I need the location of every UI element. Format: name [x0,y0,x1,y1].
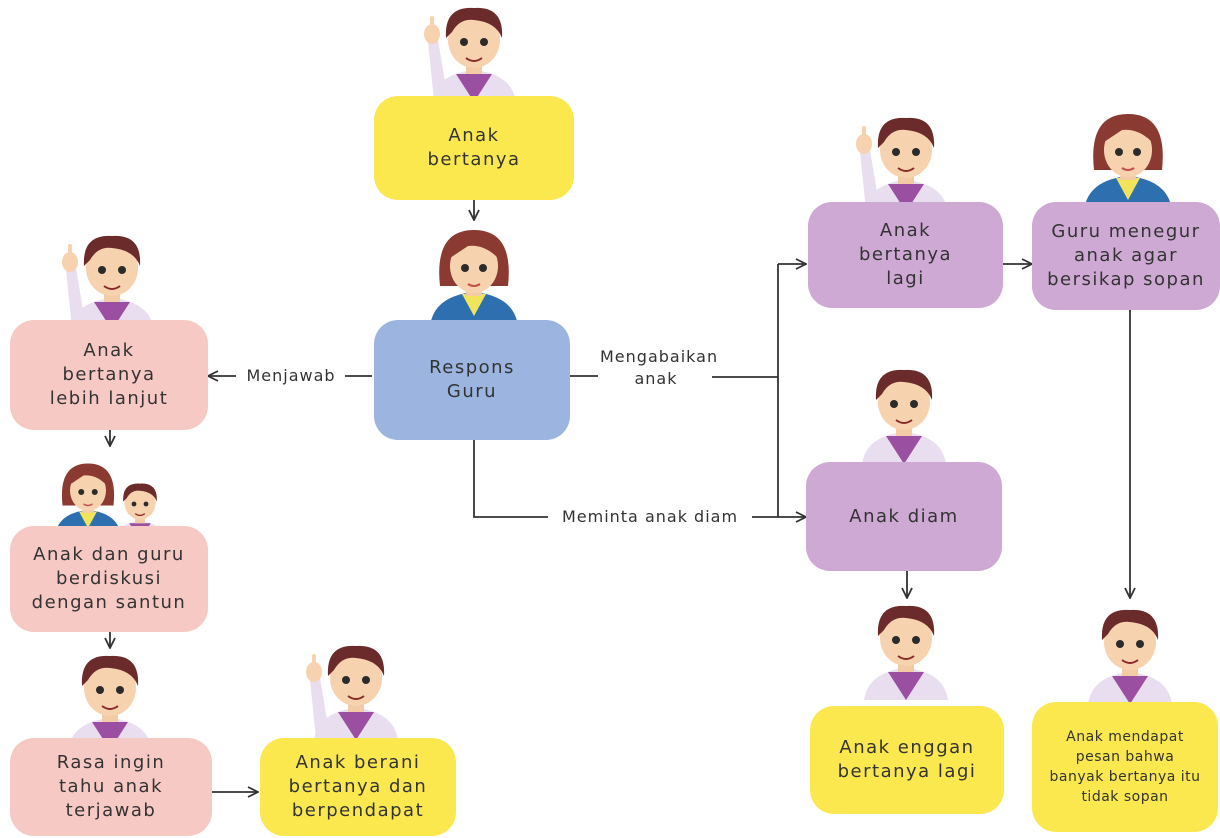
teacher-pointing-icon [1083,113,1173,211]
child-thinking-icon [1087,608,1173,705]
child-raising-hand-icon [424,8,516,102]
edge-label-ask-quiet: Meminta anak diam [550,506,750,528]
child-raising-hand-icon [62,236,154,330]
node-reprimand: Guru menegur anak agar bersikap sopan [1032,202,1220,310]
child-raising-hand-icon [856,118,948,212]
node-reluctant: Anak enggan bertanya lagi [810,706,1004,814]
node-ask-further: Anak bertanya lebih lanjut [10,320,208,430]
arrow-response-down [473,440,548,518]
node-brave: Anak berani bertanya dan berpendapat [260,738,456,836]
node-response: Respons Guru [374,320,570,440]
child-calm-icon [861,368,947,465]
node-ask-again: Anak bertanya lagi [808,202,1003,308]
child-raising-hand-icon [306,646,398,740]
connectors [110,200,1130,792]
node-curiosity: Rasa ingin tahu anak terjawab [10,738,212,836]
child-calm-icon [67,654,153,751]
edge-label-ignore: Mengabaikan anak [600,346,719,390]
node-impolite-message: Anak mendapat pesan bahwa banyak bertany… [1032,702,1218,832]
node-silent: Anak diam [806,462,1002,571]
child-sad-icon [863,604,949,701]
edge-label-answer: Menjawab [238,365,344,387]
node-start: Anak bertanya [374,96,574,200]
node-discuss: Anak dan guru berdiskusi dengan santun [10,526,208,632]
teacher-icon [429,229,519,327]
